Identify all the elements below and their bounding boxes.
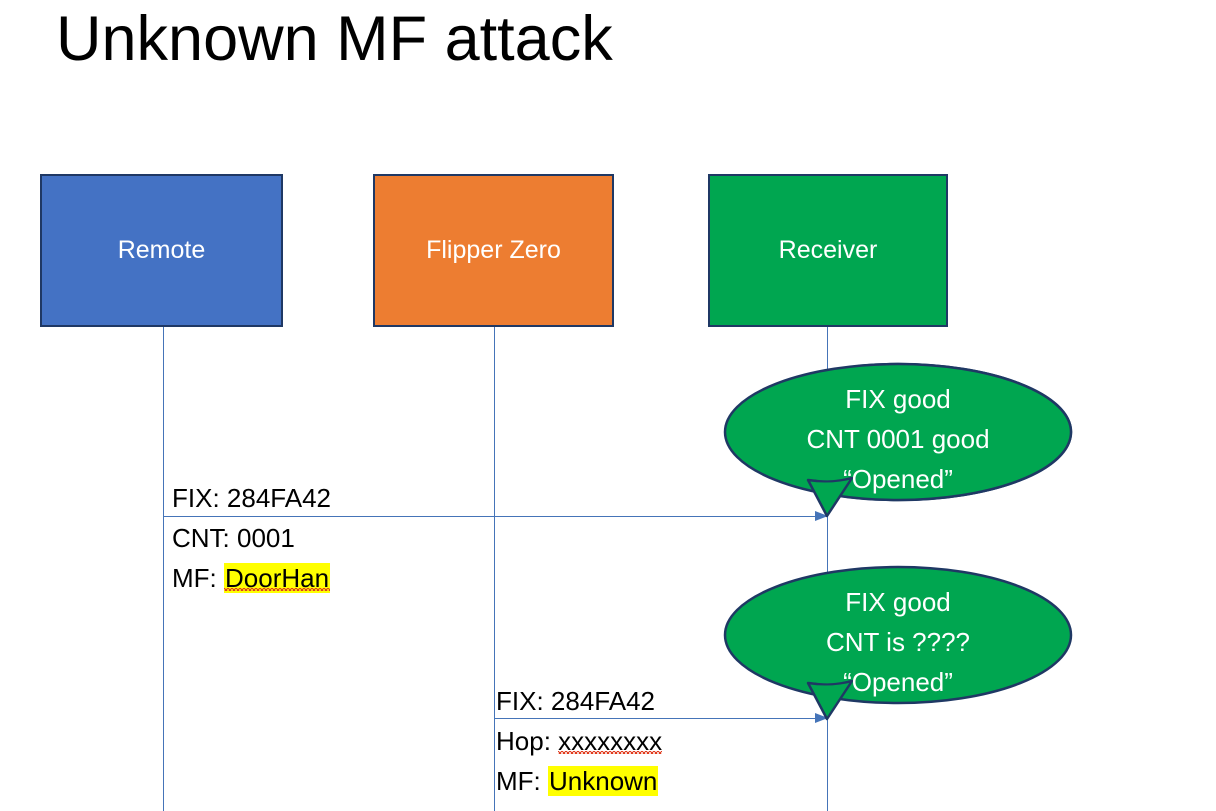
message2-line-fix-value: 284FA42 bbox=[550, 686, 655, 716]
lifeline-receiver bbox=[827, 326, 828, 811]
message-line-cnt-value: 0001 bbox=[237, 523, 295, 553]
callout-second-reception: FIX good CNT is ???? “Opened” bbox=[723, 565, 1073, 721]
message-text-remote-to-receiver: FIX: 284FA42 CNT: 0001 MF: DoorHan bbox=[172, 478, 331, 598]
actor-box-remote[interactable]: Remote bbox=[40, 174, 283, 327]
message-line-mf: MF: DoorHan bbox=[172, 558, 331, 598]
message-text-flipper-to-receiver: FIX: 284FA42 Hop: xxxxxxxx MF: Unknown bbox=[496, 681, 662, 801]
actor-label-remote: Remote bbox=[117, 235, 206, 264]
message2-line-hop-label: Hop: bbox=[496, 726, 551, 756]
lifeline-remote bbox=[163, 326, 164, 811]
actor-label-receiver: Receiver bbox=[778, 235, 878, 264]
callout-first-reception: FIX good CNT 0001 good “Opened” bbox=[723, 362, 1073, 518]
page-title: Unknown MF attack bbox=[56, 4, 613, 74]
actor-box-flipper-zero[interactable]: Flipper Zero bbox=[373, 174, 614, 327]
lifeline-flipper-zero bbox=[494, 326, 495, 811]
callout-bubble-shape bbox=[723, 565, 1073, 721]
message-arrow-flipper-to-receiver bbox=[494, 713, 828, 723]
message2-line-mf-value: Unknown bbox=[548, 766, 659, 796]
message2-line-fix-label: FIX: bbox=[496, 686, 544, 716]
message2-line-fix: FIX: 284FA42 bbox=[496, 681, 662, 721]
message2-line-mf: MF: Unknown bbox=[496, 761, 662, 801]
message2-line-hop-value: xxxxxxxx bbox=[558, 726, 663, 756]
message2-line-hop: Hop: xxxxxxxx bbox=[496, 721, 662, 761]
actor-label-flipper-zero: Flipper Zero bbox=[426, 235, 561, 264]
message-line-fix-value: 284FA42 bbox=[226, 483, 331, 513]
message-line-cnt-label: CNT: bbox=[172, 523, 230, 553]
message-line-mf-value: DoorHan bbox=[224, 563, 331, 593]
message-arrow-remote-to-receiver bbox=[163, 511, 828, 521]
message-line-fix-label: FIX: bbox=[172, 483, 220, 513]
actor-box-receiver[interactable]: Receiver bbox=[708, 174, 948, 327]
message2-line-mf-label: MF: bbox=[496, 766, 541, 796]
callout-bubble-shape bbox=[723, 362, 1073, 518]
message-line-mf-label: MF: bbox=[172, 563, 217, 593]
message-line-cnt: CNT: 0001 bbox=[172, 518, 331, 558]
message-line-fix: FIX: 284FA42 bbox=[172, 478, 331, 518]
